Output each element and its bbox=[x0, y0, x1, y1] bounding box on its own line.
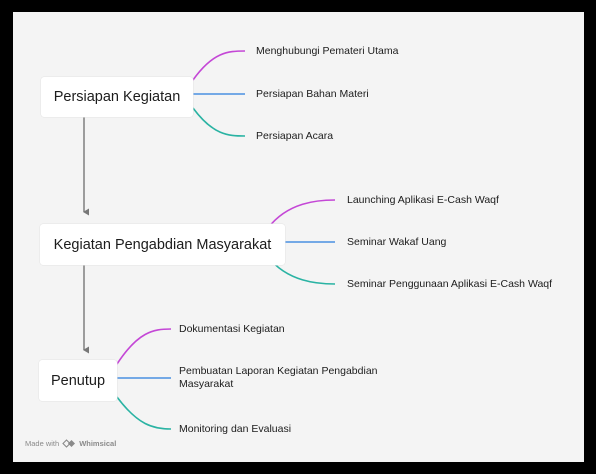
leaf-seminar-wakaf-uang[interactable]: Seminar Wakaf Uang bbox=[347, 236, 447, 248]
step-node-persiapan-kegiatan[interactable]: Persiapan Kegiatan bbox=[41, 77, 193, 117]
leaf-seminar-penggunaan-aplikasi[interactable]: Seminar Penggunaan Aplikasi E-Cash Waqf bbox=[347, 278, 553, 290]
branch-connector-3-top bbox=[116, 328, 172, 365]
step-node-penutup[interactable]: Penutup bbox=[39, 360, 117, 401]
step-node-kegiatan-pengabdian[interactable]: Kegiatan Pengabdian Masyarakat bbox=[40, 224, 285, 265]
connector-layer bbox=[83, 50, 336, 430]
step-node-label: Persiapan Kegiatan bbox=[53, 89, 181, 105]
step-node-label: Kegiatan Pengabdian Masyarakat bbox=[53, 236, 272, 253]
whimsical-brand-label: Whimsical bbox=[79, 439, 117, 448]
leaf-launching-aplikasi[interactable]: Launching Aplikasi E-Cash Waqf bbox=[347, 194, 499, 206]
made-with-watermark[interactable]: Made with Whimsical bbox=[25, 439, 116, 448]
branch-connector-2-top bbox=[267, 199, 336, 229]
branch-connector-1-bottom bbox=[192, 107, 246, 137]
leaf-monitoring-evaluasi[interactable]: Monitoring dan Evaluasi bbox=[179, 423, 292, 435]
branch-connector-1-top bbox=[192, 50, 246, 81]
leaf-pembuatan-laporan[interactable]: Pembuatan Laporan Kegiatan Pengabdian Ma… bbox=[179, 365, 378, 390]
leaf-persiapan-bahan-materi[interactable]: Persiapan Bahan Materi bbox=[256, 88, 369, 100]
branch-connector-3-bottom bbox=[116, 396, 172, 430]
leaf-dokumentasi-kegiatan[interactable]: Dokumentasi Kegiatan bbox=[179, 323, 285, 335]
whimsical-logo-icon bbox=[62, 439, 76, 448]
diagram-canvas: Persiapan Kegiatan Kegiatan Pengabdian M… bbox=[13, 12, 584, 462]
step-node-label: Penutup bbox=[50, 372, 106, 389]
made-with-label: Made with bbox=[25, 439, 60, 448]
leaf-menghubungi-pemateri[interactable]: Menghubungi Pemateri Utama bbox=[256, 45, 399, 57]
leaf-persiapan-acara[interactable]: Persiapan Acara bbox=[256, 130, 334, 142]
